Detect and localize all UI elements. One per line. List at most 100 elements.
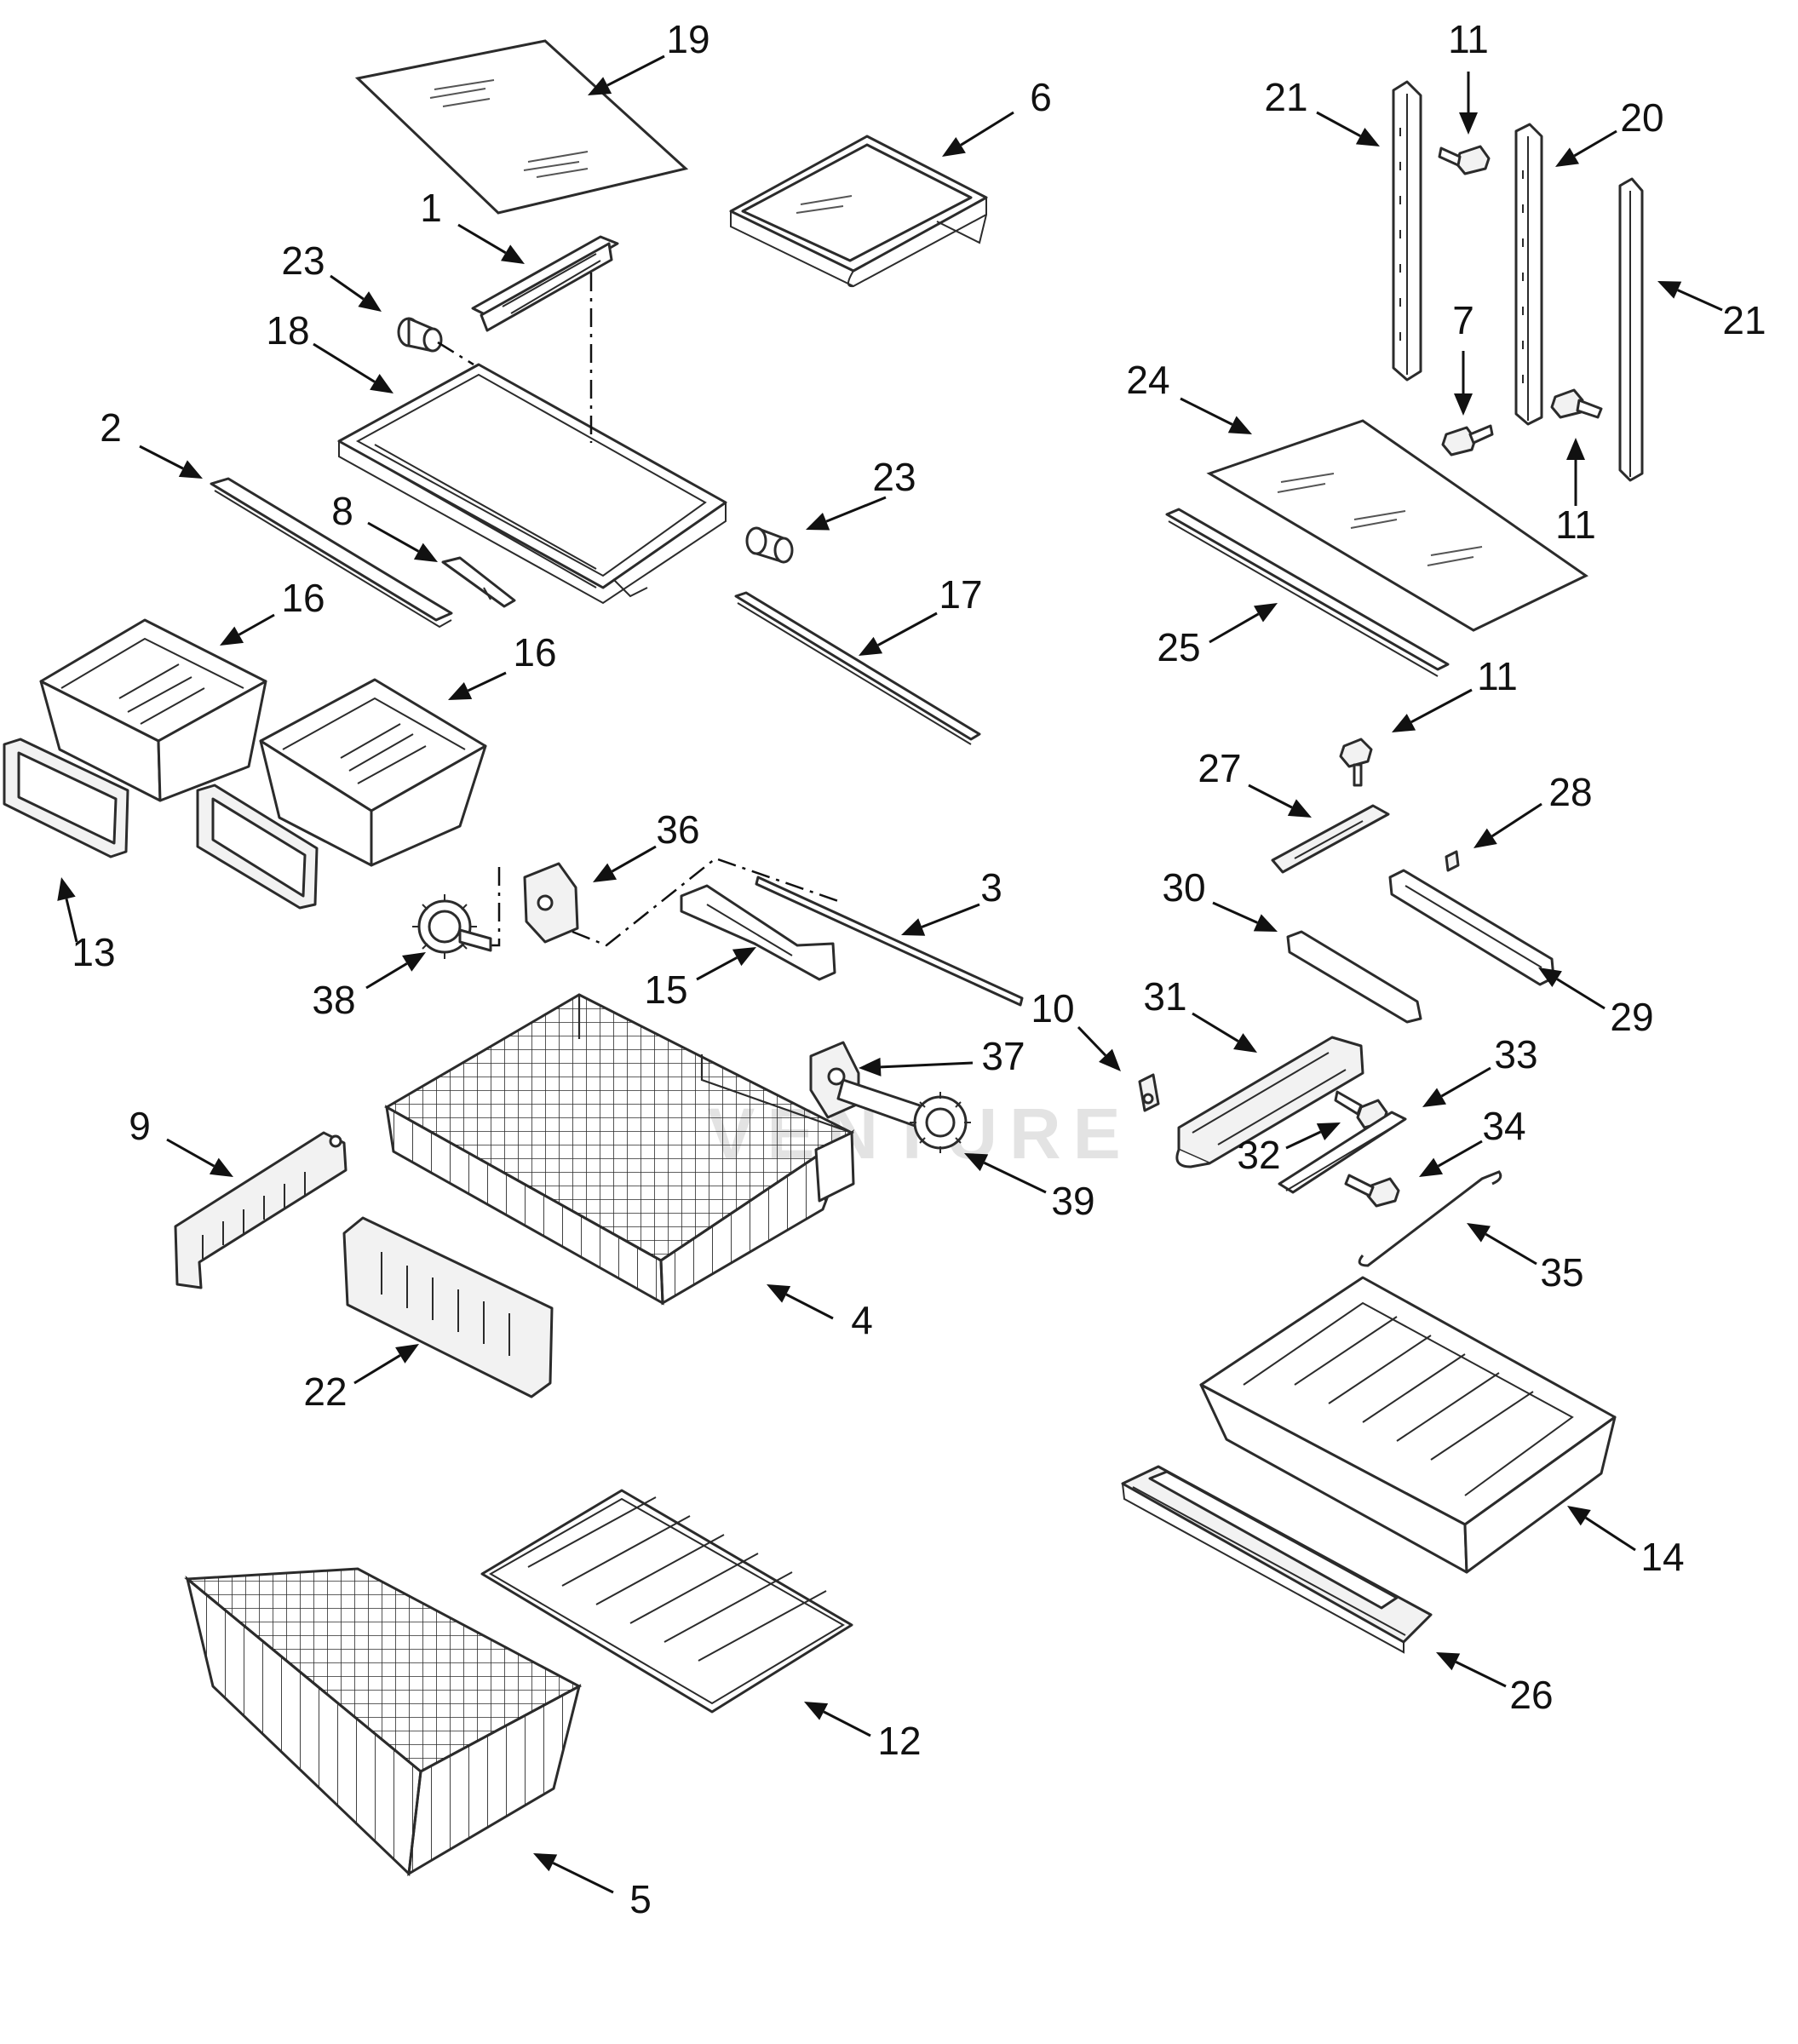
part-3-rod	[755, 876, 1024, 1007]
callout-22: 22	[303, 1369, 347, 1414]
leader-arrowhead-13	[57, 877, 76, 901]
leader-arrowhead-4	[767, 1284, 791, 1303]
leader-arrowhead-9	[209, 1157, 233, 1177]
leader-arrowhead-27	[1287, 799, 1312, 818]
part-20-rail-middle	[1514, 123, 1543, 426]
leader-line-24	[1180, 397, 1233, 426]
callout-11: 11	[1448, 17, 1489, 61]
part-11-screw-1	[1438, 145, 1491, 175]
callout-9: 9	[129, 1104, 151, 1148]
leader-line-33	[1440, 1066, 1491, 1098]
callout-38: 38	[312, 978, 355, 1022]
leader-arrowhead-37	[859, 1057, 882, 1077]
leader-line-13	[65, 898, 78, 943]
part-2-trim-strip	[210, 477, 453, 629]
leader-arrowhead-39	[964, 1153, 989, 1172]
part-11-screw-2	[1550, 388, 1603, 419]
leader-line-31	[1192, 1012, 1239, 1042]
leader-line-21	[1316, 111, 1361, 137]
leader-line-27	[1248, 784, 1293, 809]
callout-12: 12	[877, 1719, 921, 1763]
callout-leaders	[57, 55, 1723, 1894]
part-23-end-cap-upper	[397, 317, 443, 353]
part-18-shelf-frame	[337, 363, 727, 605]
callout-5: 5	[629, 1877, 652, 1921]
part-30-bracket	[1286, 930, 1422, 1024]
leader-arrowhead-21	[1657, 281, 1682, 299]
leader-arrowhead-31	[1233, 1033, 1257, 1053]
leader-arrowhead-21	[1355, 127, 1380, 146]
leader-line-2	[139, 445, 184, 470]
callout-32: 32	[1237, 1133, 1280, 1177]
leader-arrowhead-24	[1227, 416, 1252, 434]
leader-line-29	[1556, 978, 1606, 1010]
leader-arrowhead-29	[1538, 967, 1562, 987]
callout-27: 27	[1198, 746, 1241, 790]
leader-line-12	[823, 1710, 871, 1737]
leader-arrowhead-10	[1099, 1048, 1121, 1071]
leader-arrowhead-3	[901, 918, 926, 936]
callout-4: 4	[851, 1298, 873, 1342]
leader-arrowhead-23	[358, 291, 382, 312]
part-36-bracket	[523, 862, 579, 944]
part-29-rail	[1388, 869, 1555, 986]
part-23-end-cap-lower	[745, 526, 794, 564]
part-9-divider	[174, 1131, 348, 1289]
callout-16: 16	[513, 630, 556, 675]
part-1-slide-rail	[471, 235, 619, 332]
leader-line-6	[960, 111, 1014, 146]
part-4-wire-basket	[383, 993, 855, 1306]
leader-line-34	[1437, 1140, 1483, 1168]
leader-line-8	[367, 521, 420, 553]
leader-arrowhead-36	[593, 863, 618, 882]
part-24-glass-shelf	[1206, 419, 1588, 632]
part-35-spring	[1358, 1170, 1502, 1267]
leader-arrowhead-26	[1436, 1652, 1461, 1671]
part-12-wire-shelf	[480, 1489, 853, 1714]
leader-line-16	[238, 613, 275, 636]
callout-10: 10	[1031, 986, 1074, 1031]
leader-arrowhead-15	[732, 947, 756, 967]
part-13-drawer-front-right	[196, 784, 319, 910]
callout-3: 3	[980, 865, 1002, 910]
leader-arrowhead-2	[178, 460, 203, 479]
leader-arrowhead-22	[395, 1344, 419, 1364]
leader-line-36	[611, 845, 657, 873]
leader-arrowhead-8	[413, 543, 438, 562]
callout-21: 21	[1722, 298, 1766, 342]
leader-arrowhead-34	[1419, 1157, 1444, 1177]
part-22-divider	[342, 1216, 554, 1398]
callout-13: 13	[72, 930, 115, 974]
callout-31: 31	[1143, 974, 1186, 1019]
part-17-trim-strip	[734, 591, 981, 745]
part-7-screw	[1441, 424, 1494, 456]
callout-33: 33	[1494, 1032, 1537, 1077]
leader-line-22	[353, 1354, 401, 1385]
leader-line-9	[166, 1138, 215, 1168]
leader-line-11	[1410, 688, 1473, 724]
leader-arrowhead-1	[501, 244, 525, 264]
leader-arrowhead-25	[1253, 603, 1278, 623]
leader-line-35	[1485, 1232, 1537, 1266]
leader-arrowhead-18	[370, 373, 393, 393]
part-14-freezer-drawer	[1199, 1276, 1617, 1574]
callout-24: 24	[1126, 358, 1169, 402]
leader-line-23	[825, 496, 887, 523]
part-8-clip	[441, 556, 516, 608]
callout-35: 35	[1540, 1250, 1583, 1295]
leader-line-16	[467, 671, 507, 692]
leader-line-20	[1573, 129, 1617, 158]
part-16-crisper-drawer-left	[39, 618, 267, 802]
callout-17: 17	[939, 572, 982, 617]
part-21-rail-left	[1392, 80, 1422, 382]
callout-8: 8	[331, 489, 353, 533]
leader-arrowhead-5	[533, 1853, 558, 1872]
leader-line-17	[877, 611, 938, 646]
leader-arrowhead-19	[588, 77, 612, 95]
part-11-screw-3	[1339, 738, 1373, 787]
leader-line-1	[457, 223, 507, 255]
callout-14: 14	[1640, 1535, 1684, 1579]
leader-line-39	[983, 1161, 1047, 1194]
callout-1: 1	[420, 186, 442, 230]
